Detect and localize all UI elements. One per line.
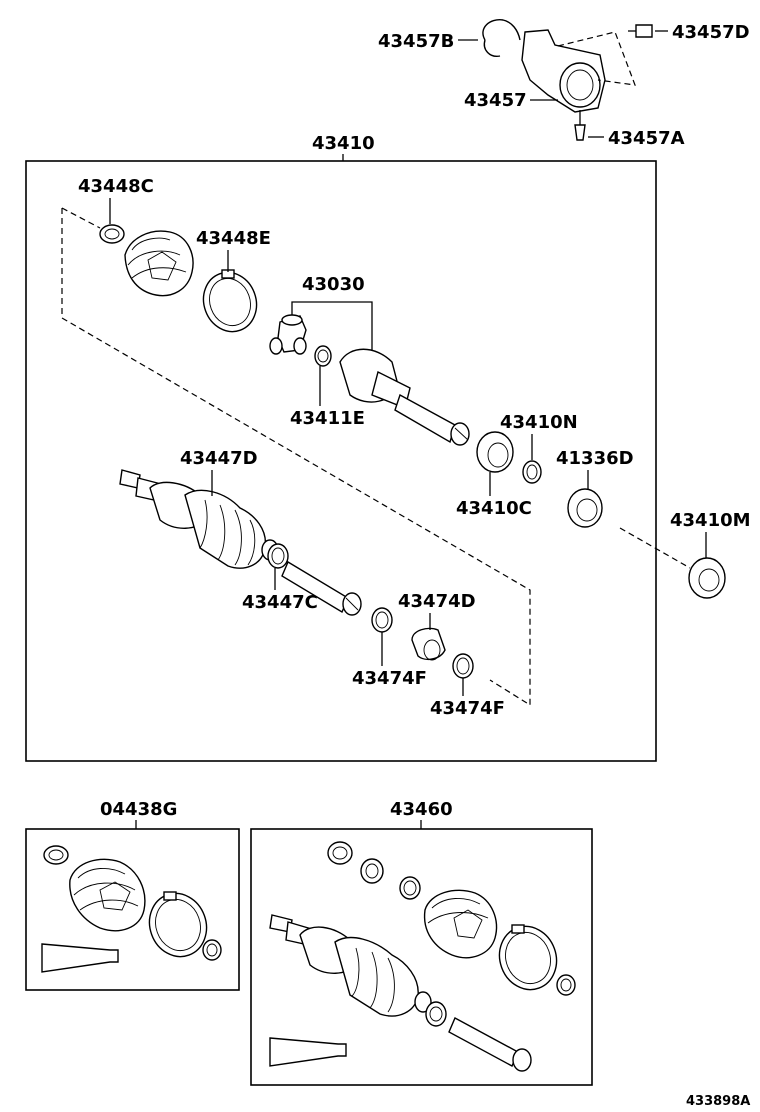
part-label-41336D: 41336D — [556, 448, 634, 469]
outer-cv-joint — [119, 469, 279, 569]
tripod-joint — [269, 314, 307, 355]
part-label-43410: 43410 — [312, 133, 375, 154]
part-label-43448C: 43448C — [78, 176, 154, 197]
assembly-box-43410 — [25, 160, 657, 762]
ring-43474F-right — [452, 653, 474, 679]
part-label-43457A: 43457A — [608, 128, 685, 149]
part-label-43460: 43460 — [390, 799, 453, 820]
part-label-43457: 43457 — [464, 90, 527, 111]
part-label-43411E: 43411E — [290, 408, 365, 429]
intermediate-shaft — [281, 560, 362, 616]
bushing-43474D — [411, 627, 446, 661]
part-label-43474F-right: 43474F — [430, 698, 505, 719]
seal-43410M — [688, 557, 726, 599]
inner-boot — [124, 230, 194, 297]
seal-41336D — [567, 488, 603, 528]
part-label-43457D: 43457D — [672, 22, 750, 43]
clamp-43448E — [202, 269, 258, 333]
part-label-43410N: 43410N — [500, 412, 578, 433]
shaft-kit-box-43460 — [250, 828, 593, 1086]
part-label-43030: 43030 — [302, 274, 365, 295]
figure-id: 433898A — [686, 1094, 750, 1109]
part-label-43457B: 43457B — [378, 31, 454, 52]
boot-kit-box-04438G — [25, 828, 240, 991]
part-label-43447D: 43447D — [180, 448, 258, 469]
bearing-43410C — [476, 431, 514, 473]
ring-43474F-left — [371, 607, 393, 633]
snap-ring-43410N — [522, 460, 542, 484]
part-label-04438G: 04438G — [100, 799, 177, 820]
part-label-43474D: 43474D — [398, 591, 476, 612]
clamp-43447C — [267, 543, 289, 569]
bearing-bracket-assembly — [482, 19, 653, 141]
part-label-43410C: 43410C — [456, 498, 532, 519]
snap-ring-43411E — [314, 345, 332, 367]
part-label-43474F-left: 43474F — [352, 668, 427, 689]
shaft-kit-contents — [269, 841, 576, 1072]
boot-kit-contents — [41, 845, 222, 973]
clamp-43448C — [99, 224, 125, 244]
part-label-43447C: 43447C — [242, 592, 318, 613]
outer-race-shaft — [339, 348, 470, 446]
part-label-43410M: 43410M — [670, 510, 751, 531]
part-label-43448E: 43448E — [196, 228, 271, 249]
